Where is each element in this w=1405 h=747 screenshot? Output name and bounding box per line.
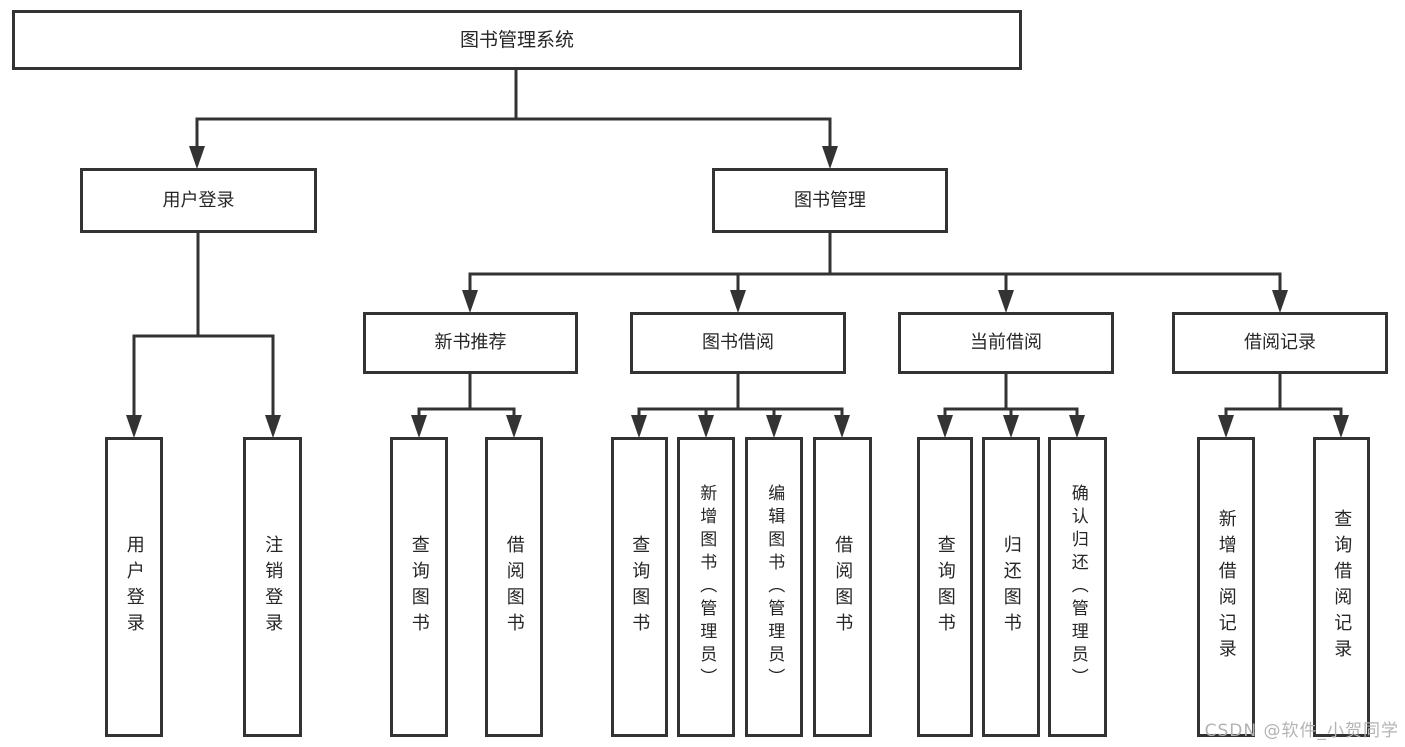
node-new-book-recommend: 新书推荐 [363, 312, 578, 374]
node-user-login: 用户登录 [80, 168, 317, 233]
leaf-borrow-borrow-book: 借阅图书 [813, 437, 872, 737]
leaf-borrow-add-book-admin: 新增图书（管理员） [677, 437, 735, 737]
leaf-current-confirm-return-admin: 确认归还（管理员） [1048, 437, 1107, 737]
leaf-borrow-edit-book-admin: 编辑图书（管理员） [745, 437, 803, 737]
leaf-current-query-book: 查询图书 [917, 437, 973, 737]
leaf-current-return-book: 归还图书 [982, 437, 1040, 737]
leaf-newbook-borrow-book: 借阅图书 [485, 437, 543, 737]
leaf-record-query-borrow-record: 查询借阅记录 [1313, 437, 1370, 737]
node-borrow-record: 借阅记录 [1172, 312, 1388, 374]
csdn-watermark: CSDN @软件_小贺同学 [1204, 721, 1399, 741]
leaf-newbook-query-book: 查询图书 [390, 437, 448, 737]
leaf-logout-login: 注销登录 [243, 437, 302, 737]
node-book-borrow: 图书借阅 [630, 312, 846, 374]
node-library-management-system: 图书管理系统 [12, 10, 1022, 70]
node-current-borrow: 当前借阅 [898, 312, 1114, 374]
leaf-user-login: 用户登录 [105, 437, 163, 737]
leaf-record-add-borrow-record: 新增借阅记录 [1197, 437, 1255, 737]
leaf-borrow-query-book: 查询图书 [611, 437, 668, 737]
node-book-management: 图书管理 [712, 168, 948, 233]
